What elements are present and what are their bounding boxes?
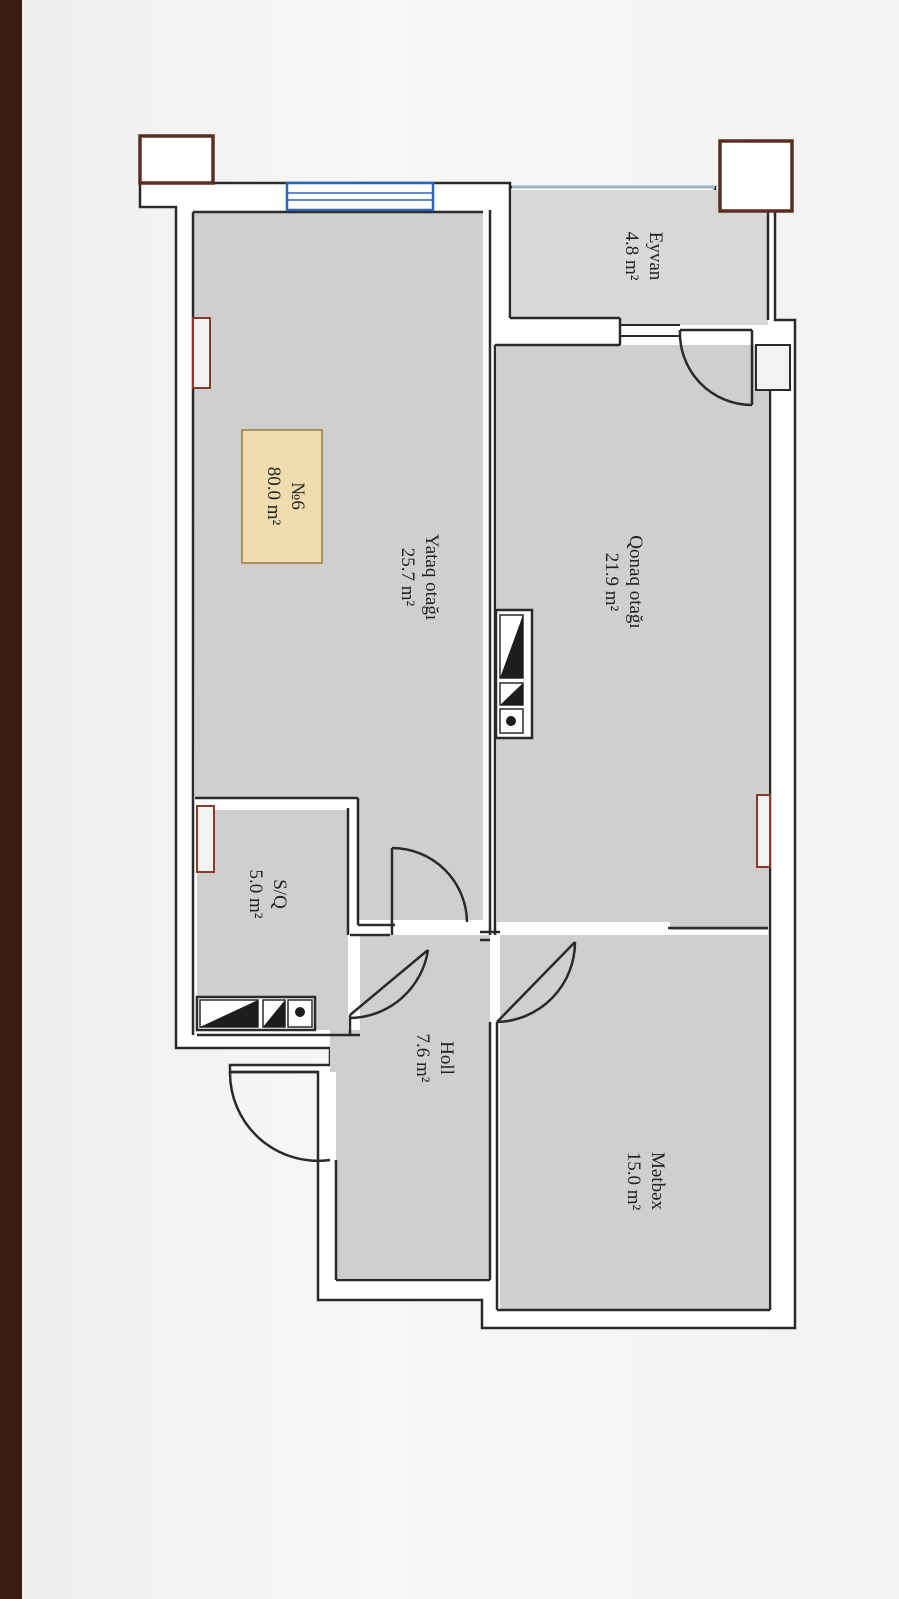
apartment-badge: №6 80.0 m² — [241, 429, 323, 564]
window-bedroom-top — [285, 181, 435, 212]
vent-shafts — [195, 608, 534, 1032]
pillars — [138, 134, 794, 213]
room-area-living: 21.9 m² — [601, 553, 622, 612]
room-name-living: Qonaq otağı — [625, 535, 646, 628]
door-entrance-arc — [228, 1071, 331, 1163]
windows — [192, 181, 791, 873]
pillar-top-left — [138, 134, 215, 185]
room-bedroom — [193, 212, 483, 920]
apartment-number: №6 — [287, 482, 308, 510]
window-bathroom — [196, 805, 215, 873]
room-name-bathroom: S/Q — [269, 879, 290, 909]
room-name-kitchen: Mətbəx — [647, 1152, 668, 1211]
door-bath-arc — [349, 949, 430, 1020]
door-bedroom-arc — [391, 846, 469, 923]
apartment-badge-box — [241, 429, 323, 564]
door-bath-leaf — [349, 949, 429, 1016]
room-hall — [330, 935, 490, 1278]
room-labels: Eyvan 4.8 m² Qonaq otağı 21.9 m² Yataq o… — [245, 232, 668, 1211]
room-bathroom — [197, 810, 348, 1030]
doors — [228, 328, 754, 1163]
room-area-hall: 7.6 m² — [412, 1034, 433, 1083]
window-bedroom-side — [192, 317, 211, 389]
room-kitchen — [500, 935, 768, 1310]
room-name-balcony: Eyvan — [645, 232, 666, 281]
door-kitchen-arc — [496, 941, 577, 1024]
room-balcony — [512, 190, 768, 325]
room-area-kitchen: 15.0 m² — [623, 1152, 644, 1211]
apartment-total-area: 80.0 m² — [263, 467, 284, 526]
rooms — [193, 190, 768, 1310]
room-area-balcony: 4.8 m² — [621, 232, 642, 281]
room-area-bathroom: 5.0 m² — [245, 870, 266, 919]
room-name-hall: Holl — [436, 1041, 457, 1075]
window-living-corner — [755, 344, 791, 391]
room-living — [497, 345, 768, 930]
pillar-top-right — [718, 139, 794, 213]
door-balcony-arc — [678, 329, 753, 407]
room-area-bedroom: 25.7 m² — [397, 548, 418, 607]
window-living-side — [756, 794, 771, 868]
room-name-bedroom: Yataq otağı — [421, 534, 442, 620]
door-kitchen-leaf — [496, 941, 576, 1023]
